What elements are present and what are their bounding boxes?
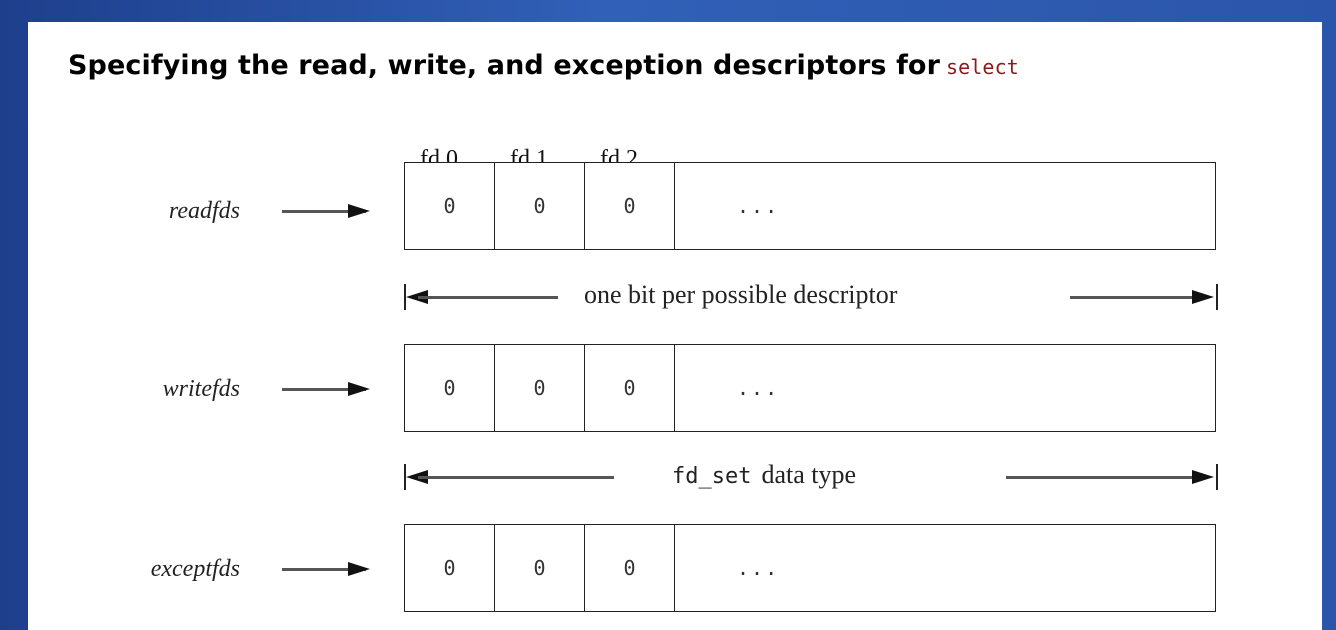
readfds-arrow	[282, 204, 370, 218]
span-right-tick	[1216, 284, 1218, 310]
title-text: Specifying the read, write, and exceptio…	[68, 50, 940, 81]
slide-content: Specifying the read, write, and exceptio…	[28, 22, 1322, 630]
span2-right-line	[1006, 476, 1200, 479]
span2-left-tick	[404, 464, 406, 490]
data-type-text: data type	[761, 460, 857, 489]
span-left-line	[418, 296, 558, 299]
exceptfds-bitset: 0 0 0 ...	[404, 524, 1216, 612]
bit-cell: 0	[495, 345, 585, 431]
readfds-label: readfds	[168, 198, 240, 224]
span-right-arrowhead	[1192, 290, 1214, 304]
writefds-bitset: 0 0 0 ...	[404, 344, 1216, 432]
exceptfds-label: exceptfds	[150, 556, 240, 582]
bit-cell: 0	[585, 345, 675, 431]
span2-left-arrowhead	[406, 470, 428, 484]
span2-right-tick	[1216, 464, 1218, 490]
span-bit-label: one bit per possible descriptor	[584, 280, 898, 309]
bit-ellipsis: ...	[737, 376, 780, 400]
span-right-line	[1070, 296, 1200, 299]
title-code: select	[946, 55, 1019, 79]
bit-cell: 0	[585, 525, 675, 611]
span2-right-arrowhead	[1192, 470, 1214, 484]
bit-ellipsis: ...	[737, 194, 780, 218]
writefds-arrow	[282, 382, 370, 396]
bit-cell: 0	[495, 525, 585, 611]
span2-left-line	[418, 476, 614, 479]
bit-cell: 0	[495, 163, 585, 249]
span-type-label: fd_set data type	[672, 460, 856, 490]
bit-cell: 0	[405, 345, 495, 431]
bit-cell: 0	[585, 163, 675, 249]
writefds-label: writefds	[162, 376, 240, 402]
span-left-arrowhead	[406, 290, 428, 304]
readfds-bitset: 0 0 0 ...	[404, 162, 1216, 250]
bit-cell: 0	[405, 525, 495, 611]
bit-cell: 0	[405, 163, 495, 249]
fd-set-code: fd_set	[672, 464, 752, 489]
exceptfds-arrow	[282, 562, 370, 576]
slide-title: Specifying the read, write, and exceptio…	[68, 50, 1019, 81]
bit-ellipsis: ...	[737, 556, 780, 580]
span-left-tick	[404, 284, 406, 310]
